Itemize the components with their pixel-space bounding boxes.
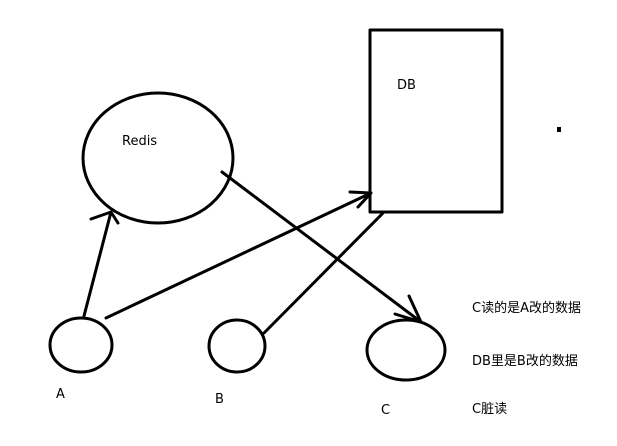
client-c-node	[365, 318, 447, 382]
note-c-reads-a-data: C读的是A改的数据	[472, 300, 581, 316]
line-b-to-db	[262, 211, 385, 335]
note-c-dirty-read: C脏读	[472, 402, 507, 417]
arrow-a-to-redis	[82, 210, 120, 318]
client-c-label: C	[381, 403, 390, 418]
client-b-node	[207, 318, 267, 374]
client-a-label: A	[56, 387, 65, 402]
client-a-node	[48, 316, 114, 374]
arrow-redis-to-c	[220, 170, 423, 324]
arrow-a-to-db	[104, 190, 373, 320]
redis-node	[81, 91, 235, 225]
db-node	[368, 28, 504, 214]
note-db-has-b-data: DB里是B改的数据	[472, 353, 578, 369]
redis-label: Redis	[122, 134, 157, 149]
client-b-label: B	[215, 392, 224, 407]
db-label: DB	[397, 78, 416, 93]
stray-dot	[557, 127, 561, 132]
